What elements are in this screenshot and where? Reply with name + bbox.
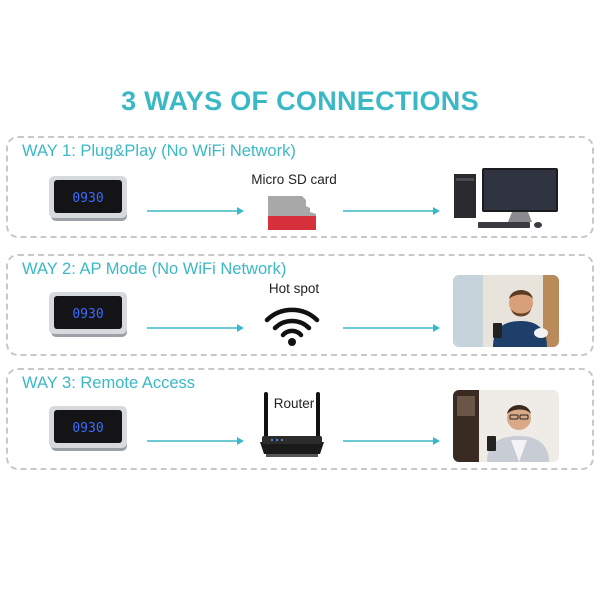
- clock-camera-icon: 0930: [49, 292, 127, 337]
- clock-camera-icon: 0930: [49, 406, 127, 451]
- way-3-label: WAY 3: Remote Access: [22, 374, 196, 392]
- clock-time-text: 0930: [72, 307, 103, 322]
- way-1-label: WAY 1: Plug&Play (No WiFi Network): [22, 142, 296, 160]
- router-label: Router: [273, 396, 315, 411]
- arrow-right-icon: [147, 437, 244, 445]
- arrow-right-icon: [343, 207, 440, 215]
- wifi-icon: [264, 307, 320, 346]
- router-icon: [260, 392, 324, 457]
- page-title: 3 WAYS OF CONNECTIONS: [121, 86, 479, 116]
- way-1-panel: WAY 1: Plug&Play (No WiFi Network): [6, 136, 594, 238]
- man-with-phone-photo: [453, 390, 559, 462]
- arrow-right-icon: [147, 207, 244, 215]
- way-2-label: WAY 2: AP Mode (No WiFi Network): [22, 260, 287, 278]
- desktop-computer-icon: [454, 168, 558, 228]
- clock-time-text: 0930: [72, 421, 103, 436]
- arrow-right-icon: [343, 437, 440, 445]
- hot-spot-label: Hot spot: [268, 281, 320, 296]
- man-with-phone-photo: [453, 275, 559, 347]
- clock-camera-icon: 0930: [49, 176, 127, 221]
- arrow-right-icon: [147, 324, 244, 332]
- micro-sd-card-label: Micro SD card: [251, 172, 337, 187]
- way-2-panel: WAY 2: AP Mode (No WiFi Network): [6, 254, 594, 356]
- sd-card-icon: [268, 196, 316, 230]
- arrow-right-icon: [343, 324, 440, 332]
- clock-time-text: 0930: [72, 191, 103, 206]
- way-3-panel: WAY 3: Remote Access: [6, 368, 594, 470]
